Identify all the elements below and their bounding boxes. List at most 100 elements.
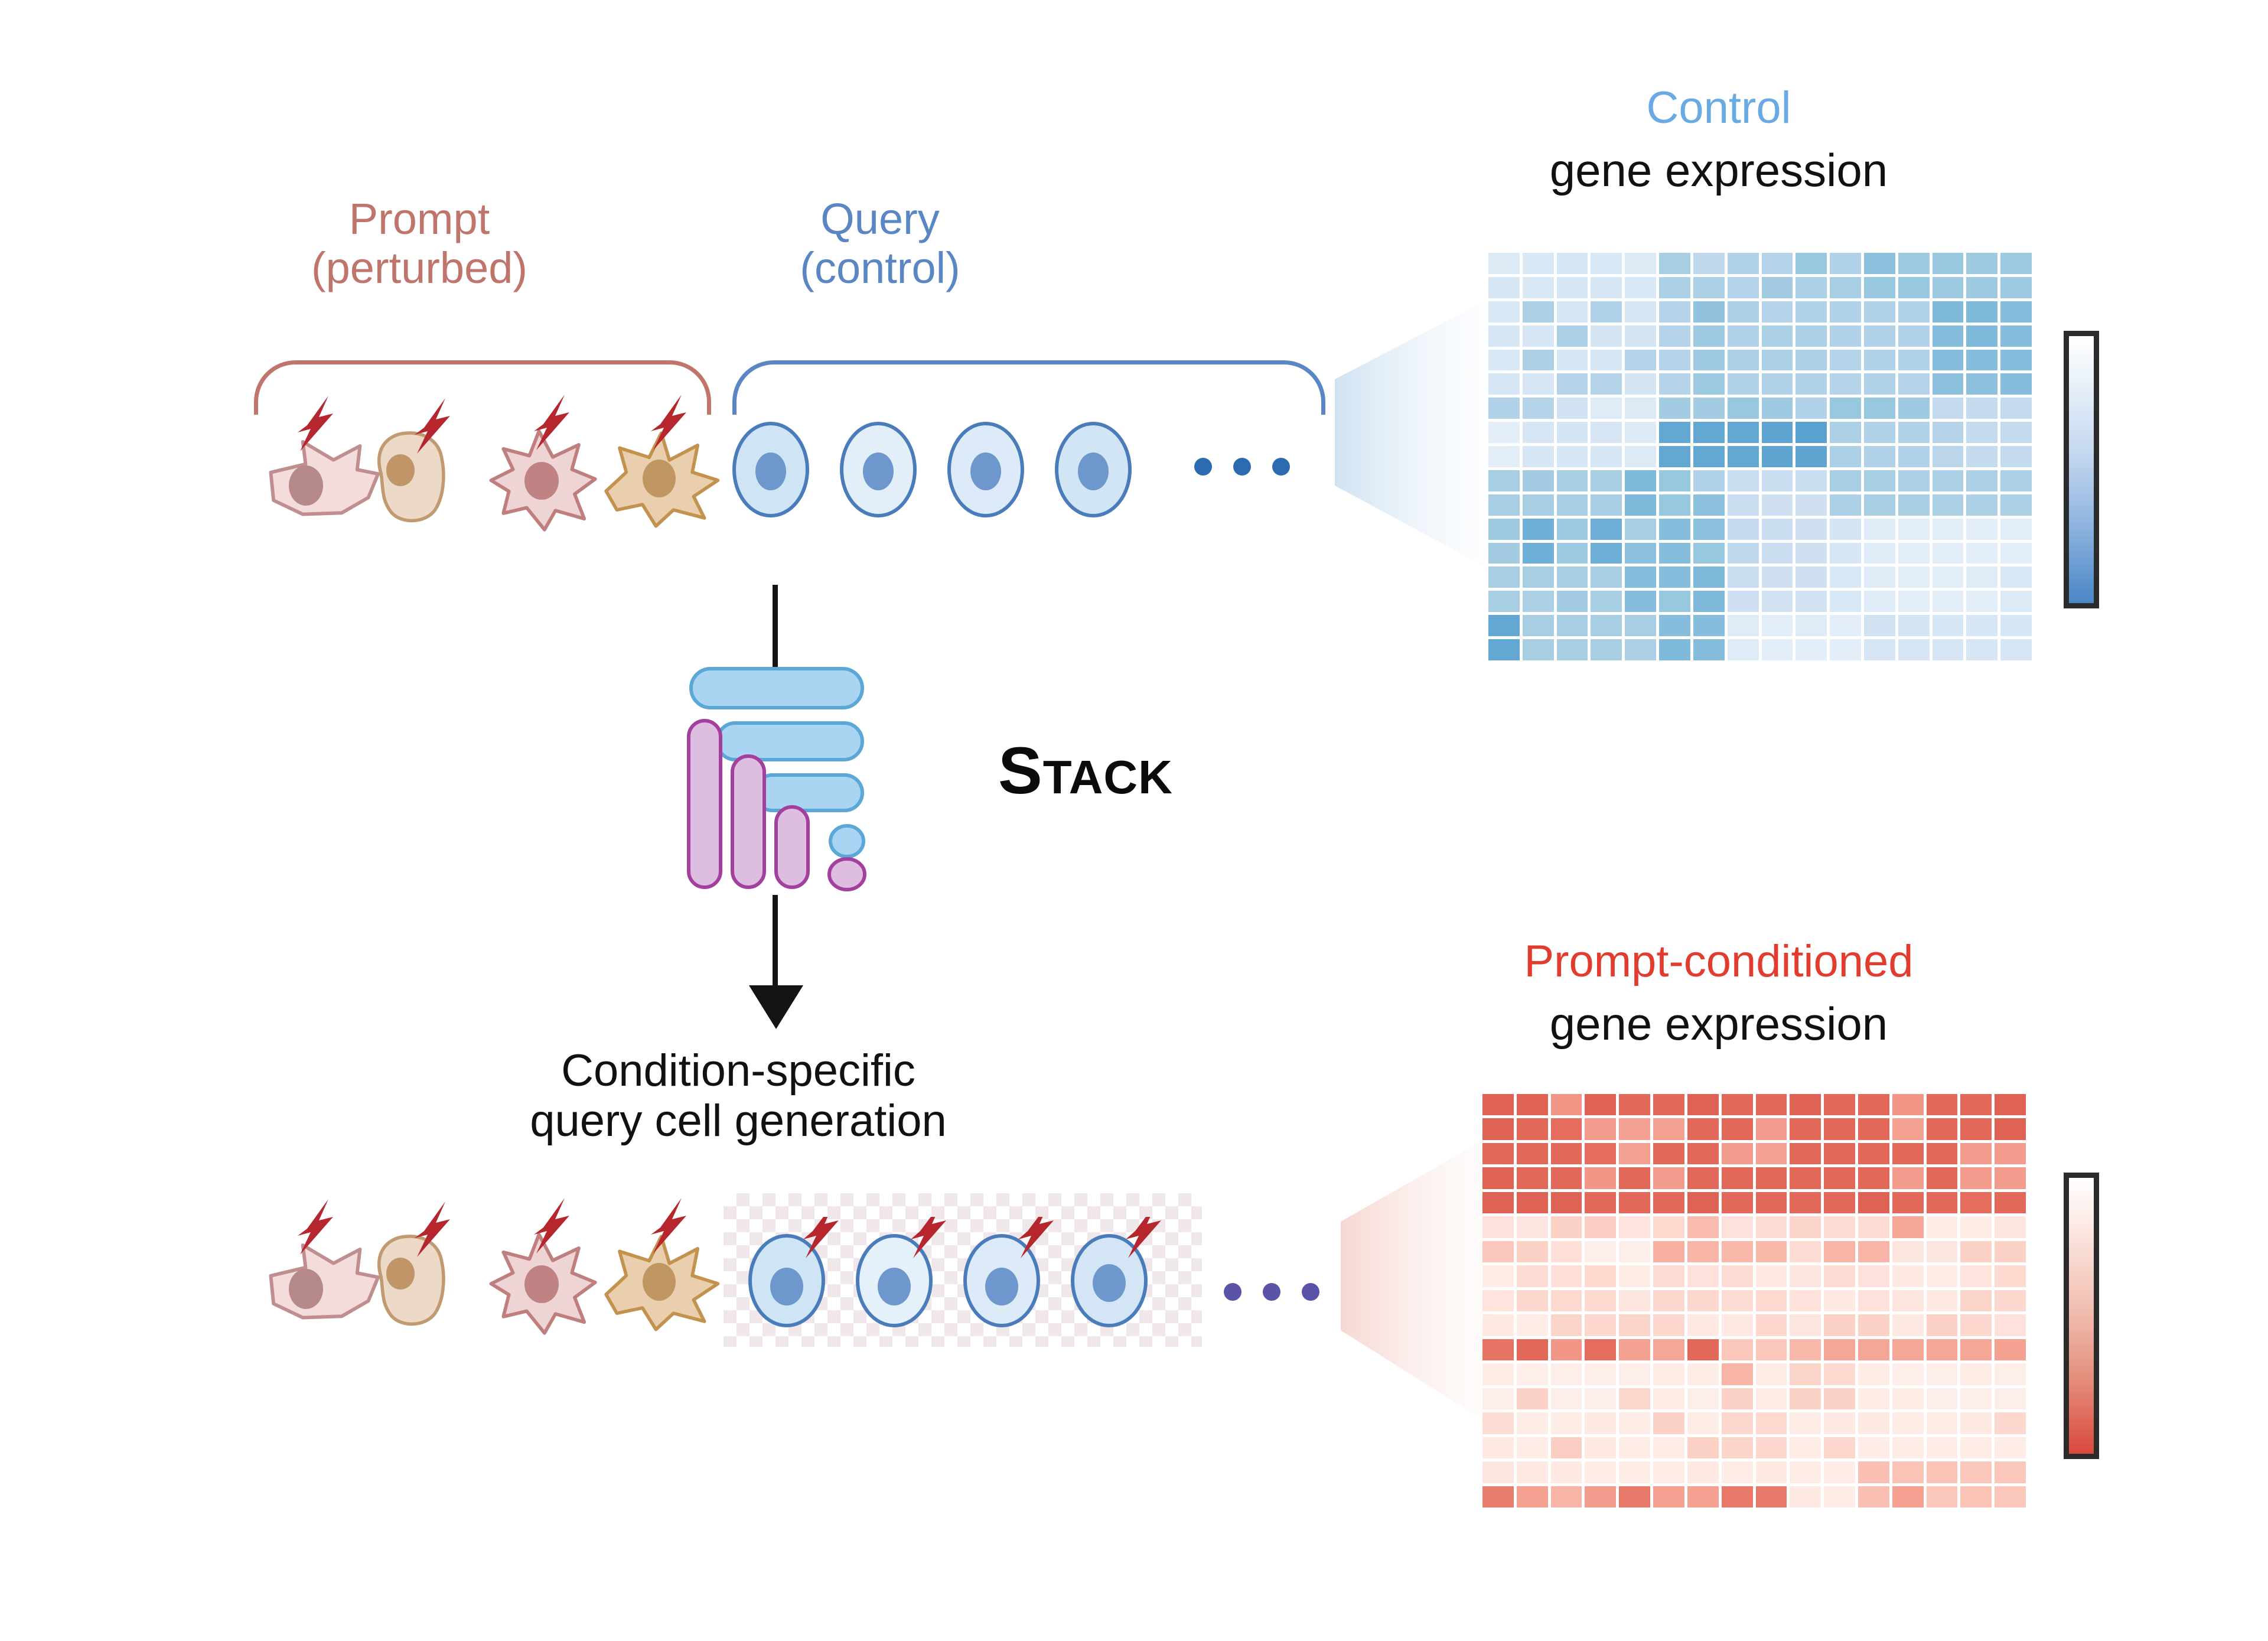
generated-cell-3 bbox=[963, 1217, 1054, 1327]
heatmap-cell bbox=[1795, 566, 1827, 588]
heatmap-cell bbox=[1482, 1118, 1514, 1140]
heatmap-cell bbox=[1488, 446, 1520, 467]
heatmap-cell bbox=[1625, 591, 1657, 613]
heatmap-cell bbox=[1926, 1412, 1958, 1434]
heatmap-cell bbox=[1761, 276, 1793, 298]
heatmap-cell bbox=[1482, 1314, 1514, 1336]
heatmap-cell bbox=[1488, 566, 1520, 588]
heatmap-cell bbox=[1727, 591, 1759, 613]
heatmap-cell bbox=[1858, 1167, 1889, 1189]
heatmap-cell bbox=[1898, 276, 1930, 298]
heatmap-cell bbox=[1727, 566, 1759, 588]
heatmap-cell bbox=[1824, 1240, 1855, 1263]
heatmap-cell bbox=[1960, 1363, 1992, 1385]
heatmap-cell bbox=[1755, 1363, 1787, 1385]
heatmap-cell bbox=[1830, 639, 1861, 660]
heatmap-cell bbox=[1926, 1363, 1958, 1385]
heatmap-cell bbox=[1653, 1290, 1684, 1312]
heatmap-cell bbox=[1522, 542, 1554, 564]
heatmap-cell bbox=[1625, 470, 1657, 491]
heatmap-cell bbox=[1482, 1486, 1514, 1507]
heatmap-cell bbox=[1863, 373, 1895, 395]
heatmap-cell bbox=[1516, 1461, 1548, 1483]
heatmap-cell bbox=[1858, 1240, 1889, 1263]
heatmap-cell bbox=[1591, 591, 1622, 613]
heatmap-cell bbox=[1556, 542, 1588, 564]
heatmap-cell bbox=[1585, 1388, 1617, 1410]
heatmap-cell bbox=[1482, 1191, 1514, 1214]
heatmap-cell bbox=[1932, 615, 1964, 637]
heatmap-cell bbox=[1625, 518, 1657, 540]
heatmap-cell bbox=[1556, 591, 1588, 613]
heatmap-cell bbox=[1488, 349, 1520, 371]
heatmap-cell bbox=[1790, 1216, 1821, 1238]
heatmap-cell bbox=[1550, 1412, 1582, 1434]
heatmap-cell bbox=[1761, 349, 1793, 371]
heatmap-cell bbox=[1659, 325, 1690, 347]
heatmap-cell bbox=[1761, 591, 1793, 613]
heatmap-cell bbox=[1619, 1240, 1651, 1263]
heatmap-cell bbox=[1591, 373, 1622, 395]
heatmap-cell bbox=[1761, 542, 1793, 564]
heatmap-cell bbox=[1659, 301, 1690, 323]
heatmap-cell bbox=[1727, 301, 1759, 323]
perturbed-cell-1 bbox=[269, 1199, 380, 1320]
heatmap-cell bbox=[1761, 518, 1793, 540]
heatmap-cell bbox=[1653, 1216, 1684, 1238]
heatmap-cell bbox=[1488, 591, 1520, 613]
heatmap-cell bbox=[1482, 1142, 1514, 1165]
heatmap-cell bbox=[1995, 1363, 2026, 1385]
heatmap-cell bbox=[1858, 1339, 1889, 1361]
heatmap-cell bbox=[1687, 1290, 1719, 1312]
heatmap-cell bbox=[1755, 1167, 1787, 1189]
heatmap-cell bbox=[1995, 1142, 2026, 1165]
heatmap-cell bbox=[1824, 1118, 1855, 1140]
heatmap-cell bbox=[1550, 1094, 1582, 1116]
heatmap-cell bbox=[1516, 1142, 1548, 1165]
heatmap-cell bbox=[1790, 1094, 1821, 1116]
heatmap-cell bbox=[1522, 470, 1554, 491]
heatmap-cell bbox=[1966, 253, 1998, 274]
heatmap-cell bbox=[1482, 1240, 1514, 1263]
heatmap-cell bbox=[1550, 1363, 1582, 1385]
heatmap-cell bbox=[1687, 1388, 1719, 1410]
heatmap-cell bbox=[1653, 1142, 1684, 1165]
heatmap-cell bbox=[1995, 1094, 2026, 1116]
heatmap-cell bbox=[1830, 373, 1861, 395]
lightning-bolt-icon bbox=[651, 1198, 686, 1253]
heatmap-cell bbox=[1892, 1094, 1924, 1116]
prompt-label: Prompt (perturbed) bbox=[311, 194, 528, 292]
heatmap-cell bbox=[1687, 1118, 1719, 1140]
heatmap-cell bbox=[1727, 325, 1759, 347]
heatmap-cell bbox=[1926, 1461, 1958, 1483]
heatmap-cell bbox=[1863, 494, 1895, 516]
heatmap-cell bbox=[1824, 1388, 1855, 1410]
heatmap-cell bbox=[1693, 349, 1725, 371]
heatmap-cell bbox=[1727, 470, 1759, 491]
heatmap-cell bbox=[1898, 639, 1930, 660]
heatmap-cell bbox=[2000, 373, 2032, 395]
heatmap-cell bbox=[1653, 1094, 1684, 1116]
heatmap-cell bbox=[1926, 1142, 1958, 1165]
heatmap-cell bbox=[1830, 301, 1861, 323]
heatmap-cell bbox=[1824, 1167, 1855, 1189]
heatmap-cell bbox=[1995, 1388, 2026, 1410]
heatmap-cell bbox=[1960, 1118, 1992, 1140]
heatmap-cell bbox=[1550, 1388, 1582, 1410]
heatmap-cell bbox=[1516, 1290, 1548, 1312]
heatmap-cell bbox=[1824, 1216, 1855, 1238]
heatmap-cell bbox=[1960, 1240, 1992, 1263]
heatmap-cell bbox=[1550, 1290, 1582, 1312]
heatmap-cell bbox=[1585, 1094, 1617, 1116]
perturbed-cell-3 bbox=[489, 395, 597, 532]
heatmap-cell bbox=[1482, 1461, 1514, 1483]
heatmap-cell bbox=[1892, 1461, 1924, 1483]
lightning-bolt-icon bbox=[1126, 1217, 1161, 1258]
heatmap-cell bbox=[1550, 1191, 1582, 1214]
heatmap-cell bbox=[1721, 1388, 1753, 1410]
heatmap-cell bbox=[1488, 494, 1520, 516]
heatmap-cell bbox=[1898, 494, 1930, 516]
heatmap-cell bbox=[1653, 1461, 1684, 1483]
heatmap-cell bbox=[1659, 518, 1690, 540]
heatmap-cell bbox=[1795, 422, 1827, 444]
